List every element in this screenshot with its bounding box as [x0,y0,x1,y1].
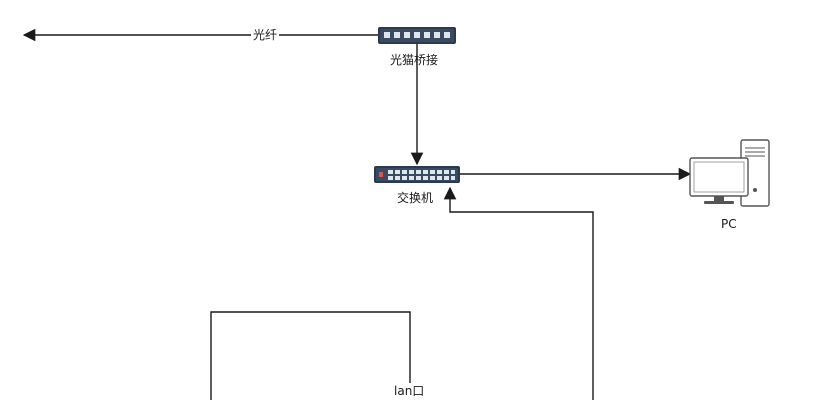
lan-port-label: lan口 [392,384,427,398]
pc-label: PC [721,217,737,231]
pc-icon [689,139,770,207]
switch-device-icon [374,166,460,183]
lan-to-switch-connector [443,186,594,400]
lan-port-connector [210,311,411,400]
switch-label: 交换机 [397,191,434,205]
modem-device-icon [378,27,456,44]
modem-bridge-label: 光猫桥接 [390,53,439,67]
fiber-label: 光纤 [251,28,280,42]
